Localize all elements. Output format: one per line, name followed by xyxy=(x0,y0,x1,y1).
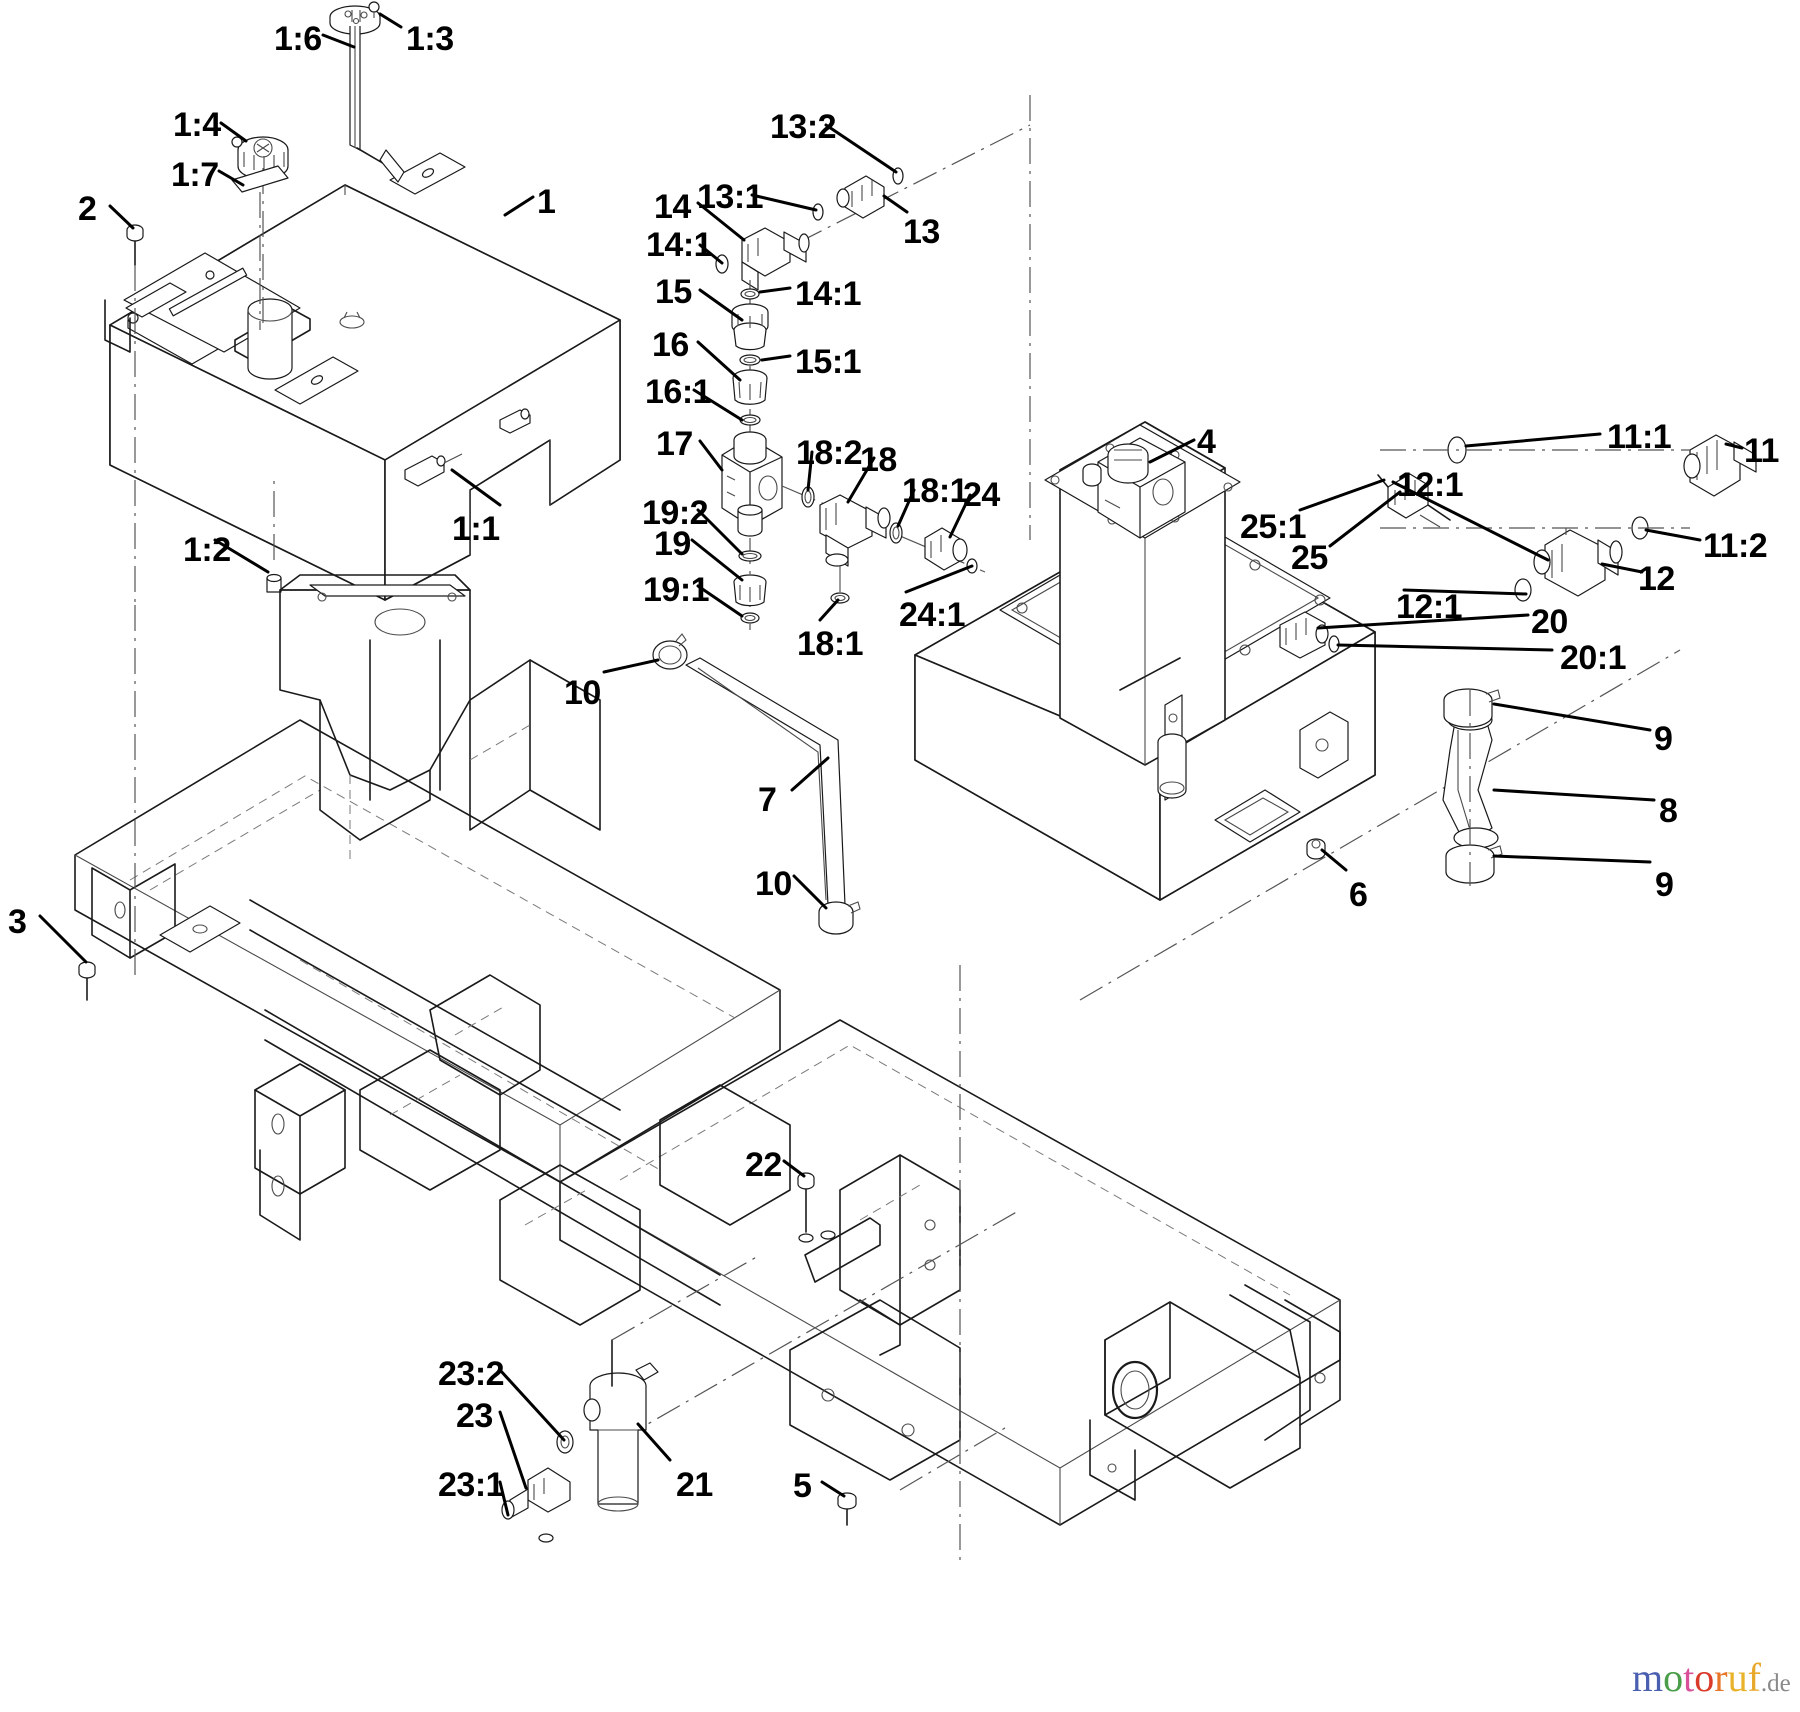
callout-4: 4 xyxy=(1197,423,1216,461)
motoruf-watermark: motoruf.de xyxy=(1632,1658,1791,1698)
fuel-sender-group xyxy=(329,1,405,183)
callout-25-1: 25:1 xyxy=(1240,508,1307,546)
callout-14-1-upper: 14:1 xyxy=(646,226,713,264)
watermark-letter-t: t xyxy=(1683,1655,1695,1700)
callout-24-1: 24:1 xyxy=(899,596,966,634)
callout-18: 18 xyxy=(860,441,897,479)
callout-16: 16 xyxy=(652,326,689,364)
callout-12-1-lower: 12:1 xyxy=(1396,588,1463,626)
callout-7: 7 xyxy=(758,781,777,819)
watermark-letter-r: r xyxy=(1714,1655,1728,1700)
pump-block-group xyxy=(1082,437,1186,539)
bolt-2-group xyxy=(126,224,144,605)
fitting-11-group xyxy=(1380,434,1757,540)
callout-3: 3 xyxy=(8,903,27,941)
watermark-letter-o2: o xyxy=(1694,1655,1715,1700)
callout-23: 23 xyxy=(456,1397,493,1435)
callout-11-2: 11:2 xyxy=(1703,527,1768,565)
callout-23-1: 23:1 xyxy=(438,1466,505,1504)
callout-1-3: 1:3 xyxy=(406,20,454,58)
nut-6-group xyxy=(1306,838,1326,860)
filter-21-group xyxy=(583,1254,761,1512)
chassis-frame-group xyxy=(74,95,1681,1560)
watermark-letter-f: f xyxy=(1747,1655,1761,1700)
plug-12-group xyxy=(266,480,282,593)
fitting-20-group xyxy=(1279,611,1340,659)
watermark-letter-u: u xyxy=(1727,1655,1748,1700)
callout-1: 1 xyxy=(537,183,556,221)
callout-1-1: 1:1 xyxy=(452,510,500,548)
callout-5: 5 xyxy=(793,1467,812,1505)
callout-1-7: 1:7 xyxy=(171,156,219,194)
callout-6: 6 xyxy=(1349,876,1368,914)
callout-12: 12 xyxy=(1638,560,1675,598)
bolt-22-group xyxy=(797,1172,836,1243)
bolt-5-group xyxy=(837,1492,857,1526)
callout-18-1-lower: 18:1 xyxy=(797,625,864,663)
callout-10-upper: 10 xyxy=(564,674,601,712)
callout-13-2: 13:2 xyxy=(770,108,837,146)
label-plate-group xyxy=(231,165,289,330)
callout-1-6: 1:6 xyxy=(274,20,322,58)
callout-15-1: 15:1 xyxy=(795,343,862,381)
valve-body-17-group xyxy=(721,431,783,537)
hose-8-group xyxy=(1442,688,1503,886)
callout-24: 24 xyxy=(963,476,1000,514)
watermark-letter-o1: o xyxy=(1663,1655,1684,1700)
leader-lines xyxy=(38,12,1744,1517)
watermark-suffix: .de xyxy=(1760,1670,1791,1697)
callout-18-2: 18:2 xyxy=(796,434,863,472)
callout-14: 14 xyxy=(654,188,691,226)
callout-13-1: 13:1 xyxy=(697,178,764,216)
callout-18-1-upper: 18:1 xyxy=(902,472,969,510)
callout-23-2: 23:2 xyxy=(438,1355,505,1393)
callout-9-upper: 9 xyxy=(1654,720,1673,758)
fitting-12-group xyxy=(1514,528,1623,602)
callout-15: 15 xyxy=(655,273,692,311)
callout-13: 13 xyxy=(903,213,940,251)
callout-2: 2 xyxy=(78,190,97,228)
fuel-cap-group xyxy=(231,136,289,330)
bolt-3-group xyxy=(78,961,96,1001)
valve-stack-group xyxy=(715,124,1031,630)
callout-12-1-upper: 12:1 xyxy=(1397,466,1464,504)
callout-1-2: 1:2 xyxy=(183,531,231,569)
callout-22: 22 xyxy=(745,1146,782,1184)
callout-9-lower: 9 xyxy=(1655,866,1674,904)
callout-21: 21 xyxy=(676,1466,713,1504)
callout-10-lower: 10 xyxy=(755,865,792,903)
callout-20-1: 20:1 xyxy=(1560,639,1627,677)
callout-19: 19 xyxy=(654,525,691,563)
hose-7-group xyxy=(652,633,861,935)
callout-8: 8 xyxy=(1659,792,1678,830)
callout-19-1: 19:1 xyxy=(643,571,710,609)
callout-19-2: 19:2 xyxy=(642,494,709,532)
callout-16-1: 16:1 xyxy=(645,373,712,411)
callout-11-1: 11:1 xyxy=(1607,418,1672,456)
callout-14-1-right: 14:1 xyxy=(795,275,862,313)
callout-11: 11 xyxy=(1744,432,1779,470)
fuel-tank-group xyxy=(104,152,621,601)
callout-20: 20 xyxy=(1531,603,1568,641)
callout-17: 17 xyxy=(656,425,693,463)
watermark-letter-m: m xyxy=(1632,1655,1664,1700)
axle-tube-group xyxy=(1089,1284,1341,1501)
callout-25: 25 xyxy=(1291,539,1328,577)
callout-1-4: 1:4 xyxy=(173,106,221,144)
